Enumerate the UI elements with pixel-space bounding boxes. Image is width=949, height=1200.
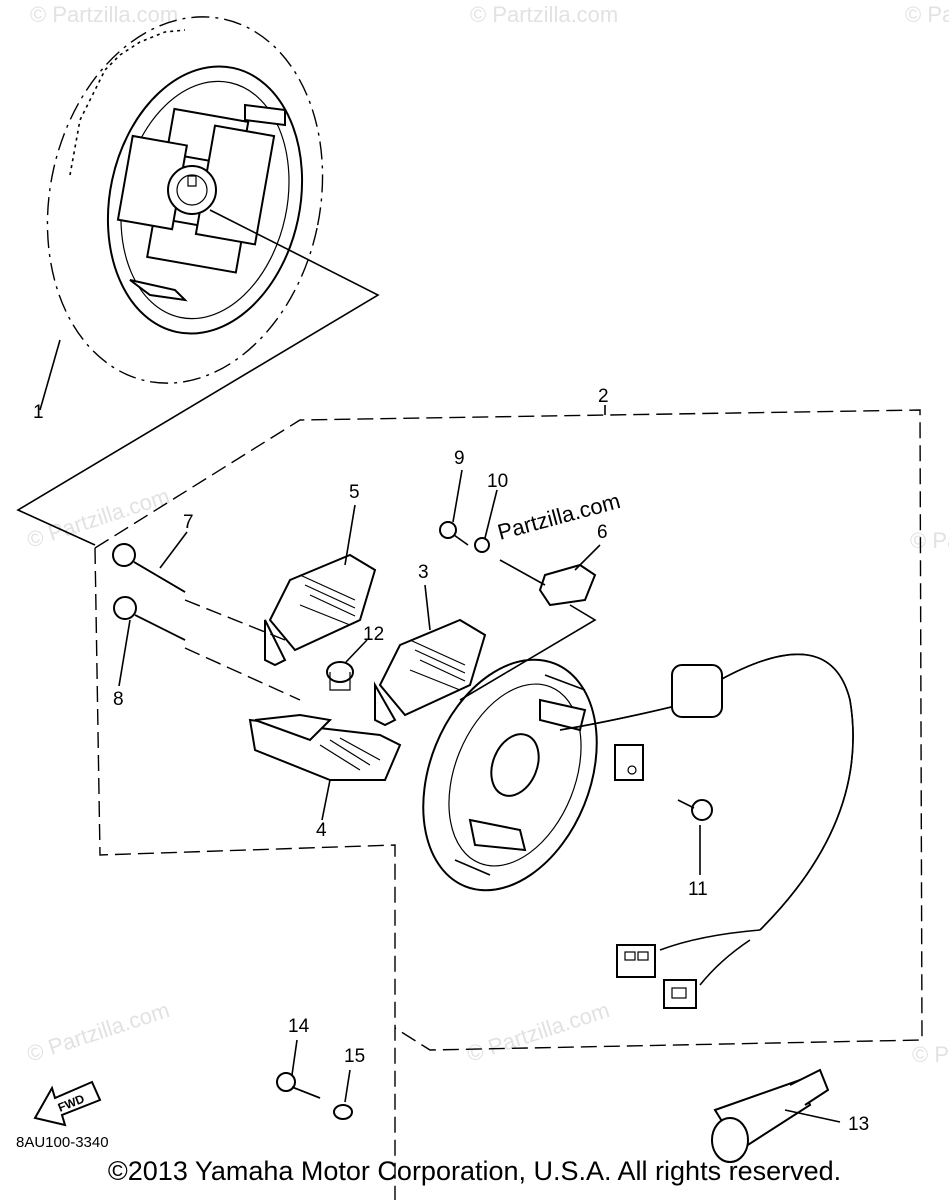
coil-3 [374, 618, 487, 727]
watermark: © Partzilla.com [910, 528, 949, 553]
callout-14: 14 [288, 1016, 310, 1037]
callout-12: 12 [363, 624, 384, 645]
callout-11: 11 [688, 879, 708, 900]
callout-2: 2 [598, 386, 609, 407]
callout-1: 1 [33, 402, 44, 423]
coil-5 [264, 553, 377, 667]
callout-8: 8 [113, 689, 124, 710]
bolt-7 [112, 543, 186, 593]
callout-9: 9 [454, 448, 465, 469]
callout-5: 5 [349, 482, 360, 503]
callout-3: 3 [418, 562, 429, 583]
copyright-notice: ©2013 Yamaha Motor Corporation, U.S.A. A… [107, 1156, 842, 1186]
callouts: 1 2 3 4 5 6 7 8 9 10 11 12 13 14 15 [33, 386, 869, 1135]
coil-4 [248, 713, 402, 781]
watermark: © Partzilla.com [905, 2, 949, 27]
callout-4: 4 [316, 820, 327, 841]
callout-13: 13 [848, 1114, 869, 1135]
watermark: © Partzilla.com [30, 2, 178, 27]
fwd-arrow: FWD [33, 1080, 102, 1127]
diagram-code: 8AU100-3340 [16, 1134, 109, 1151]
callout-15: 15 [344, 1046, 365, 1067]
callout-7: 7 [183, 512, 194, 533]
watermark: © Partzilla.com [912, 1042, 949, 1067]
bolt-8 [113, 596, 186, 641]
watermark: © Partzilla.com [470, 2, 618, 27]
flywheel-rotor [46, 16, 324, 384]
stator-plate [422, 658, 598, 892]
callout-10: 10 [487, 471, 508, 492]
wire-harness [559, 653, 854, 1009]
watermark: © Partzilla.com [464, 997, 613, 1067]
leader-lines [118, 469, 601, 821]
watermark: © Partzilla.com [24, 997, 173, 1067]
puller-13 [711, 1068, 841, 1163]
callout-6: 6 [597, 522, 608, 543]
